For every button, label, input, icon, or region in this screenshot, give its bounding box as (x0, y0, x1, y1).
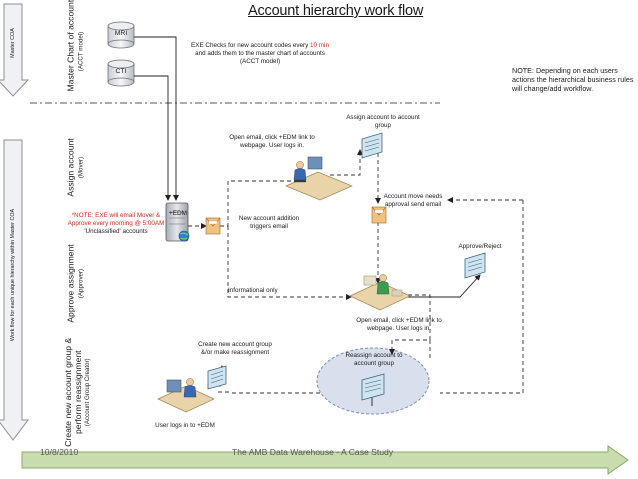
page-title: Account hierarchy work flow (248, 3, 424, 19)
workflow-arrow (0, 139, 29, 441)
master-coa-arrow (0, 3, 30, 97)
label-assign-group: Assign account to account group (346, 114, 420, 129)
label-account-move: Account move needs approval send email (383, 193, 443, 208)
exe-email-post: 'Unclassified' accounts (84, 228, 148, 235)
exe-check-interval: 10 min (310, 42, 329, 49)
label-informational: Informational only (228, 287, 278, 294)
cti-label: CTI (115, 68, 127, 75)
webpage-icon-approve (464, 252, 486, 279)
footer-arrow (21, 445, 629, 475)
side-label-workflow: Work flow for each unique hierarchy with… (10, 208, 16, 342)
lane-role: (Account Group Creator) (83, 358, 91, 427)
depending-note: NOTE: Depending on each users actions th… (512, 66, 634, 93)
exe-check-post: and adds them to the master chart of acc… (195, 50, 325, 65)
mri-database-icon (107, 21, 135, 49)
lane-approve-assignment: Approve assignment (Approver) (65, 244, 86, 324)
label-new-account-email: New account addition triggers email (238, 215, 300, 230)
server-label: +EDM (169, 210, 187, 217)
user-workstation-approve (349, 274, 411, 311)
label-create-group: Create new account group &/or make reass… (198, 341, 272, 356)
lane-assign-account: Assign account (Mover) (65, 128, 86, 208)
lane-title: Create new account group & perform reass… (62, 337, 83, 447)
label-user-logs-in: User logs in to +EDM (155, 422, 215, 429)
user-workstation-create (157, 378, 215, 413)
lane-title: Assign account (65, 138, 76, 197)
lane-role: (Mover) (77, 156, 84, 179)
footer-date: 10/8/2010 (40, 447, 79, 457)
webpage-icon-create (207, 365, 227, 390)
lane-title: Approve assignment (65, 244, 76, 323)
webpage-icon-assign (361, 132, 383, 159)
exe-check-note: EXE Checks for new account codes every 1… (185, 42, 335, 66)
exe-check-pre: EXE Checks for new account codes every (191, 42, 311, 49)
label-open-email-assign: Open email, click +EDM link to webpage. … (229, 134, 315, 149)
lane-title: Master Chart of accounts (65, 0, 76, 92)
footer-caption: The AMB Data Warehouse - A Case Study (232, 447, 394, 457)
cti-database-icon (107, 59, 135, 87)
mri-label: MRI (114, 30, 128, 37)
label-open-email-approve: Open email, click +EDM link to webpage. … (356, 317, 442, 332)
lane-role: (ACCT model) (77, 31, 84, 72)
label-reassign: Reassign account to account group (345, 352, 403, 367)
db-connectors (134, 36, 179, 201)
label-approve-reject: Approve/Reject (458, 243, 502, 250)
lane-role: (Approver) (77, 268, 84, 299)
webpage-icon-reassign (361, 373, 385, 401)
dashed-flows (188, 149, 524, 394)
email-icon-approval (371, 206, 387, 224)
side-label-master-coa: Master COA (10, 28, 16, 58)
email-icon (205, 217, 221, 235)
exe-email-note: *NOTE: EXE will email Mover & Approve ev… (66, 212, 166, 236)
edm-server-icon (165, 202, 190, 242)
lane-create-group: Create new account group & perform reass… (62, 332, 93, 452)
exe-email-red: *NOTE: EXE will email Mover & Approve ev… (67, 212, 165, 227)
user-workstation-assign (285, 156, 353, 201)
lane-master-chart: Master Chart of accounts (ACCT model) (66, 0, 86, 92)
